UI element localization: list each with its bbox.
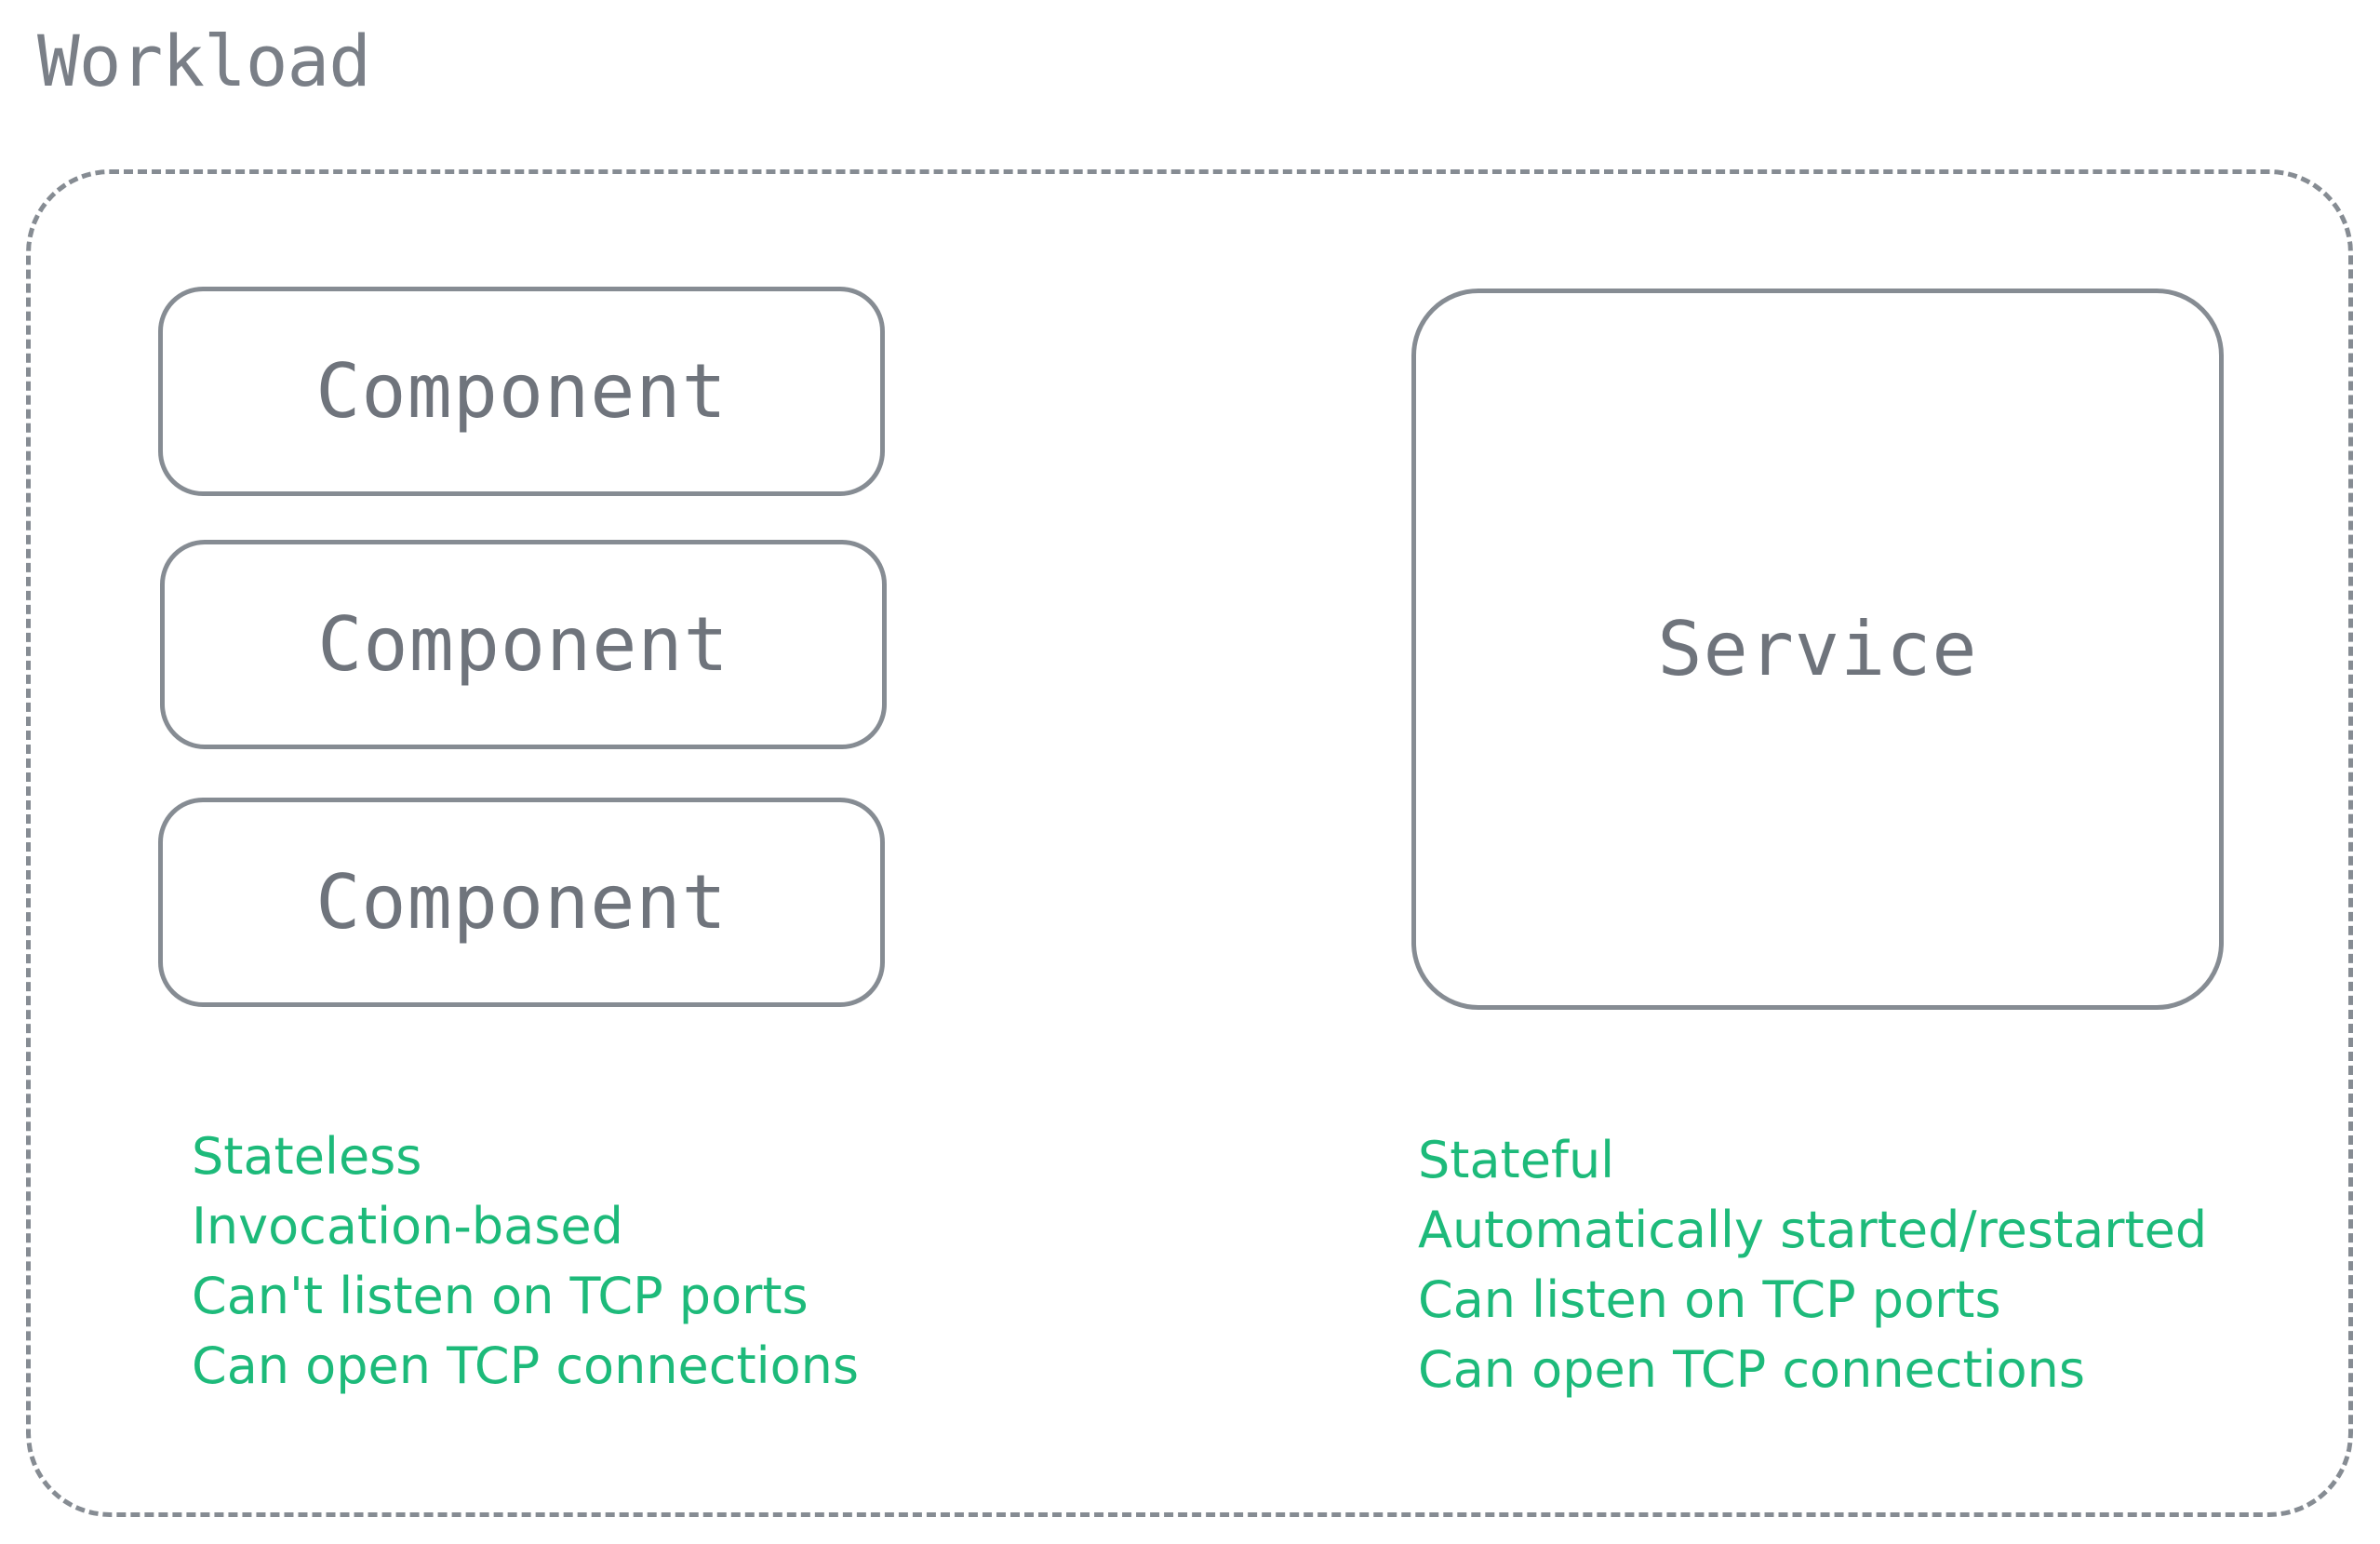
component-box-2: Component — [160, 540, 887, 749]
component-label-3: Component — [315, 859, 728, 946]
service-note-3: Can listen on TCP ports — [1418, 1270, 2001, 1329]
service-note-1: Stateful — [1418, 1131, 1615, 1189]
component-note-1: Stateless — [192, 1127, 422, 1186]
component-note-2: Invocation-based — [192, 1197, 623, 1255]
component-label-1: Component — [315, 348, 728, 435]
service-box: Service — [1411, 289, 2224, 1010]
component-note-3: Can't listen on TCP ports — [192, 1267, 809, 1325]
workload-boundary — [26, 169, 2353, 1517]
service-note-4: Can open TCP connections — [1418, 1340, 2086, 1399]
component-note-4: Can open TCP connections — [192, 1336, 860, 1395]
service-note-2: Automatically started/restarted — [1418, 1201, 2208, 1259]
service-label: Service — [1657, 606, 1978, 692]
component-box-1: Component — [158, 287, 885, 496]
workload-title: Workload — [37, 20, 371, 102]
component-label-2: Component — [317, 601, 729, 688]
component-box-3: Component — [158, 798, 885, 1007]
component-notes: Stateless Invocation-based Can't listen … — [192, 1121, 859, 1401]
service-notes: Stateful Automatically started/restarted… — [1418, 1125, 2207, 1404]
